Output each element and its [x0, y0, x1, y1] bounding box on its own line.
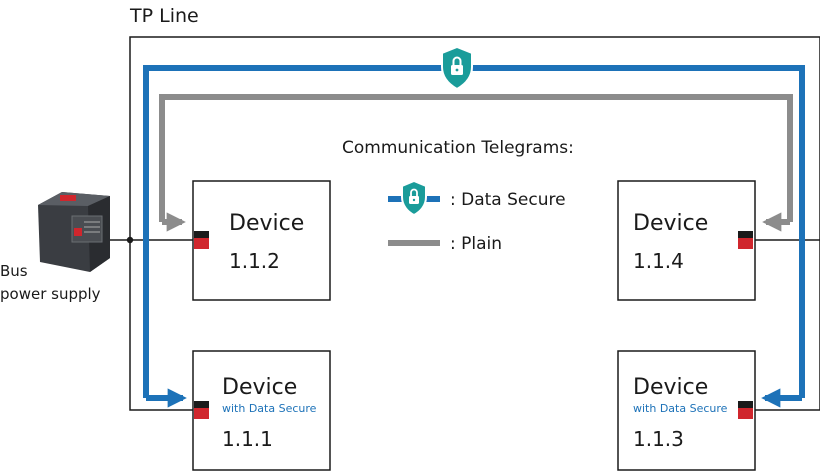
- device-box-1-1-3: [617, 350, 756, 471]
- bus-connector-icon: [194, 401, 209, 419]
- bus-label-line2: power supply: [0, 285, 101, 303]
- device-address-1-1-2: 1.1.2: [229, 249, 280, 273]
- plain-telegram-path: [159, 94, 793, 232]
- secure-telegram-path: [143, 65, 805, 408]
- bus-connector-icon: [738, 231, 753, 249]
- legend-shield-icon: [401, 179, 427, 217]
- device-name-1-1-2: Device: [229, 211, 304, 236]
- device-name-1-1-3: Device: [633, 375, 708, 400]
- bus-connector-icon: [194, 231, 209, 249]
- legend-heading: Communication Telegrams:: [342, 138, 574, 158]
- device-secure-text-1-1-1: with Data Secure: [222, 402, 317, 415]
- shield-lock-icon: [441, 45, 473, 91]
- device-name-1-1-1: Device: [222, 375, 297, 400]
- legend-secure-label: : Data Secure: [450, 190, 566, 210]
- tp-line-title: TP Line: [129, 5, 199, 27]
- power-supply-icon: [38, 192, 110, 272]
- bus-junction-dot: [126, 236, 134, 244]
- device-address-1-1-1: 1.1.1: [222, 427, 273, 451]
- device-box-1-1-4: [617, 180, 756, 301]
- bus-label-line1: Bus: [0, 262, 28, 280]
- device-secure-text-1-1-3: with Data Secure: [633, 402, 728, 415]
- device-name-1-1-4: Device: [633, 211, 708, 236]
- device-box-1-1-2: [192, 180, 331, 301]
- device-address-1-1-3: 1.1.3: [633, 427, 684, 451]
- device-box-1-1-1: [192, 350, 331, 471]
- device-address-1-1-4: 1.1.4: [633, 249, 684, 273]
- legend-plain-label: : Plain: [450, 234, 502, 254]
- bus-connector-icon: [738, 401, 753, 419]
